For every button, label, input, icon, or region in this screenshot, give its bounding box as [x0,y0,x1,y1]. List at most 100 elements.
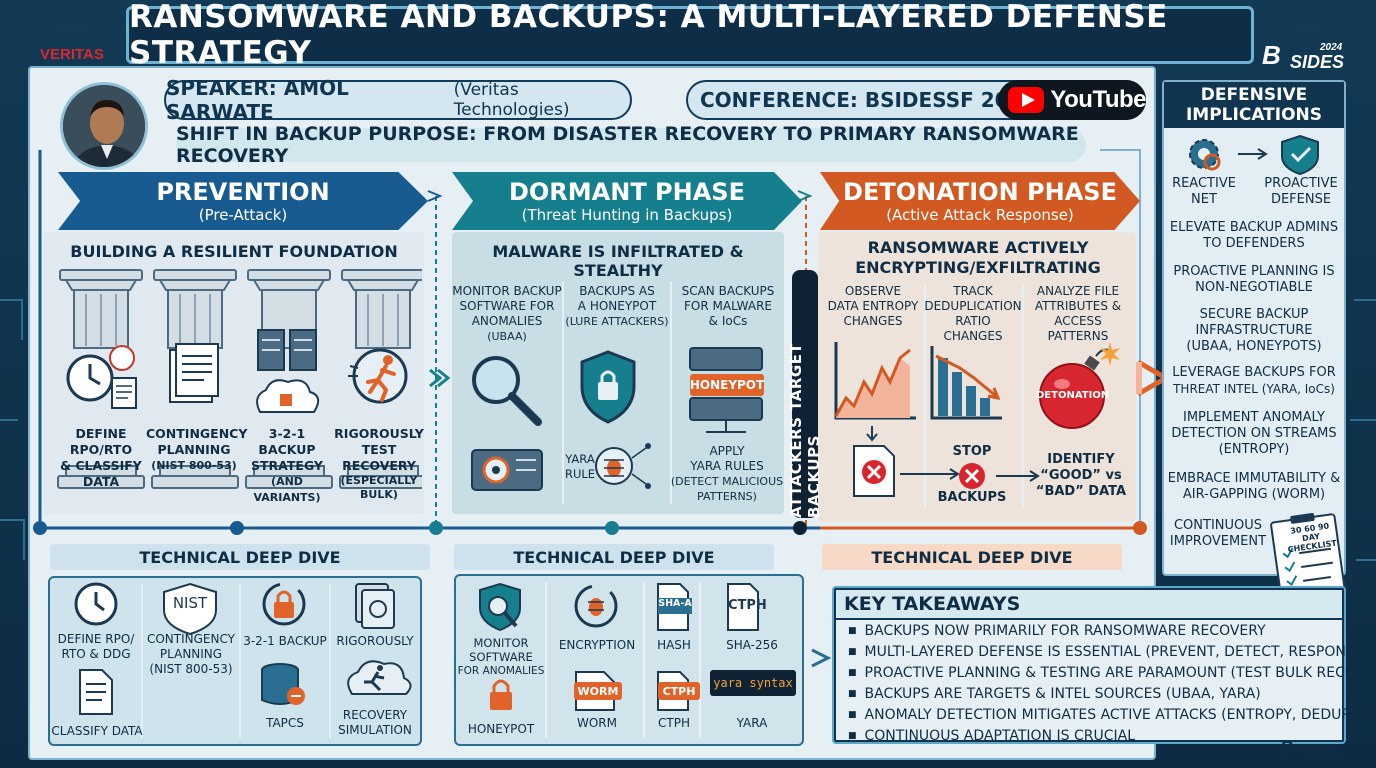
deep2-hash-label: HASH [657,638,691,652]
apply-yara-line-1: APPLY [709,444,745,458]
dormant-heading: MALWARE IS INFILTRATED & STEALTHY [492,242,744,280]
stop-label-top: STOP [952,444,992,459]
apply-yara-line-2: YARA RULES [690,459,764,473]
magnifier-icon [472,356,542,426]
phase-prevention-subtitle: (Pre-Attack) [198,206,288,224]
speaker-pill: SPEAKER: AMOL SARWATE (Veritas Technolog… [164,76,632,124]
pillar-4-label: RIGOROUSLY TEST RECOVERY (ESPECIALLY BUL… [334,426,424,502]
deep2-monitor-line-2: SOFTWARE [469,650,533,664]
bomb-label: DETONATION [1036,390,1110,401]
pillar-4-line-5: BULK) [360,488,398,501]
defensive-item-2-line-2: NON-NEGOTIABLE [1195,280,1313,295]
deep1-rpo-line-1: DEFINE RPO/ [57,632,135,646]
phase-dormant-subtitle: (Threat Hunting in Backups) [521,206,733,224]
file-error-icon [853,445,895,497]
defensive-title-line-1: DEFENSIVE [1200,85,1308,105]
dormant-col2-line-1: BACKUPS AS [579,284,655,298]
pillar-3-line-2: STRATEGY [251,458,323,473]
shield-magnifier-icon [479,582,521,632]
speaker-org: (Veritas Technologies) [453,80,570,120]
detonation-col3-line-2: ATTRIBUTES & [1034,299,1122,313]
bsides-logo-year: 2024 [1320,42,1343,53]
youtube-badge[interactable]: YouTube [998,80,1146,120]
pillar-2-label: CONTINGENCY PLANNING (NIST 800-53) [146,426,248,474]
detonation-col2-line-1: TRACK [953,284,993,298]
reactive-label: REACTIVE NET [1170,176,1238,208]
defensive-item-3-line-1: SECURE BACKUP [1199,307,1309,322]
takeaway-item-2: MULTI-LAYERED DEFENSE IS ESSENTIAL (PREV… [848,643,1363,664]
document-icon [169,343,219,403]
proactive-line-2: DEFENSE [1270,192,1332,207]
ctph-tag: CTPH [658,682,700,700]
dormant-icons [471,347,763,491]
nist-badge-text: NIST [172,594,208,612]
takeaway-item-5: ANOMALY DETECTION MITIGATES ACTIVE ATTAC… [848,706,1365,727]
phase-detonation-header: DETONATION PHASE (Active Attack Response… [820,172,1140,230]
padlock-icon [490,679,512,710]
deep2-monitor-label: MONITOR SOFTWARE FOR ANOMALIES [456,636,546,678]
phase-detonation-title: DETONATION PHASE [843,178,1117,206]
defensive-item-5: IMPLEMENT ANOMALY DETECTION ON STREAMS (… [1166,410,1342,458]
defensive-item-6-line-2: AIR-GAPPING (WORM) [1182,487,1326,502]
clock-icon [74,582,118,626]
dedupe-bar-chart-icon [930,346,1002,420]
detonation-col1-label: OBSERVE DATA ENTROPY CHANGES [822,284,924,329]
pillar-2-line-1: CONTINGENCY [146,426,248,441]
defensive-item-6-line-1: EMBRACE IMMUTABILITY & [1167,471,1341,486]
pillar-1-line-2: RPO/RTO [69,442,133,457]
pillar-1-line-3: & CLASSIFY [60,458,142,473]
bsides-logo-sides: SIDES [1290,52,1345,72]
key-takeaways-title: KEY TAKEAWAYS [836,590,1342,618]
identify-label: IDENTIFY “GOOD” vs “BAD” DATA [1034,452,1128,500]
shield-check-icon [1281,134,1319,176]
detonation-col2-line-3: RATIO CHANGES [943,314,1003,343]
dormant-col2-line-2: A HONEYPOT [577,299,657,313]
pillar-2-line-3: (NIST 800-53) [151,459,237,472]
takeaway-item-1: BACKUPS NOW PRIMARILY FOR RANSOMWARE REC… [848,622,1342,643]
deep2-monitor-line-1: MONITOR [473,636,529,650]
gear-icon [1189,139,1221,171]
deep2-sha256-label: SHA-256 [726,638,778,652]
deep1-rigorously-label: RIGOROUSLY [336,634,414,648]
key-takeaways-list: BACKUPS NOW PRIMARILY FOR RANSOMWARE REC… [836,620,1376,744]
shift-banner: SHIFT IN BACKUP PURPOSE: FROM DISASTER R… [176,123,1086,167]
entropy-chart-icon [834,342,916,442]
yara-rule-line-2: RULE [564,467,596,481]
deep1-321-label: 3-2-1 BACKUP [243,634,327,648]
defensive-item-4-line-2: THREAT INTEL (YARA, IoCs) [1173,382,1335,396]
defensive-item-3: SECURE BACKUP INFRASTRUCTURE (UBAA, HONE… [1166,307,1342,355]
pillar-3-line-1: 3-2-1 BACKUP [258,426,316,457]
phase-detonation-subtitle: (Active Attack Response) [886,206,1074,224]
prevention-heading: BUILDING A RESILIENT FOUNDATION [70,242,398,261]
defensive-item-6: EMBRACE IMMUTABILITY & AIR-GAPPING (WORM… [1166,471,1342,503]
deep2-encryption-label: ENCRYPTION [558,638,636,652]
dormant-col3-line-2: FOR MALWARE [684,299,772,313]
defensive-item-5-line-1: IMPLEMENT ANOMALY [1183,410,1325,425]
stop-icon [959,463,985,489]
deep1-recovery-label: RECOVERY SIMULATION [330,708,420,738]
detonation-heading-line-1: RANSOMWARE ACTIVELY [867,238,1089,257]
bsides-logo-top: B SIDES 2024 [1262,40,1362,76]
detonation-col3-label: ANALYZE FILE ATTRIBUTES & ACCESS PATTERN… [1022,284,1134,344]
dormant-col2-label: BACKUPS AS A HONEYPOT (LURE ATTACKERS) [564,284,670,329]
dormant-col1-line-3: ANOMALIES [471,314,543,328]
speaker-name: SPEAKER: AMOL SARWATE [166,76,349,124]
detonation-col1-line-3: CHANGES [843,314,903,328]
defensive-implications-title: DEFENSIVE IMPLICATIONS [1164,82,1344,128]
person-icon [63,85,145,167]
deep1-recovery-line-2: SIMULATION [338,723,412,737]
pillar-2-line-2: PLANNING [157,442,231,457]
deep2-worm-label: WORM [576,716,617,730]
tech-deep-dive-label-3: TECHNICAL DEEP DIVE [822,544,1122,570]
pillar-4-line-2: TEST [361,442,397,457]
nist-shield-icon [163,582,217,636]
stop-label-bottom: BACKUPS [937,490,1007,505]
defensive-item-1-line-1: ELEVATE BACKUP ADMINS [1169,220,1339,235]
detonation-col2-label: TRACK DEDUPLICATION RATIO CHANGES [924,284,1022,344]
speaker-avatar [60,82,148,170]
clock-icon [66,345,137,409]
takeaway-item-6: CONTINUOUS ADAPTATION IS CRUCIAL [848,727,1342,748]
bsides-bottom-sides: SIDES [1300,744,1343,760]
tech-deep-dive-label-2: TECHNICAL DEEP DIVE [454,544,774,570]
deep2-monitor-line-3: FOR ANOMALIES [457,665,545,677]
